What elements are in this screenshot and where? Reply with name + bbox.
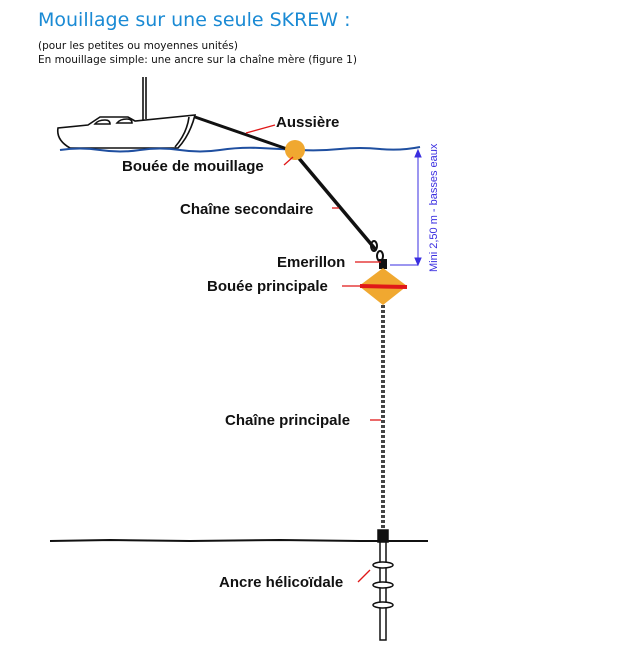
depth-label: Mini 2,50 m - basses eaux bbox=[428, 143, 440, 272]
label-aussiere: Aussière bbox=[276, 114, 339, 131]
leader-lines bbox=[245, 124, 381, 583]
aussiere-rope bbox=[194, 115, 291, 152]
helical-anchor-icon bbox=[372, 529, 394, 641]
label-chaine-secondaire: Chaîne secondaire bbox=[180, 201, 313, 218]
seabed bbox=[49, 538, 428, 543]
label-ancre: Ancre hélicoïdale bbox=[219, 574, 343, 591]
depth-indicator bbox=[390, 148, 422, 267]
subtitle-line-1: (pour les petites ou moyennes unités) bbox=[38, 40, 238, 52]
label-chaine-principale: Chaîne principale bbox=[225, 412, 350, 429]
secondary-chain bbox=[295, 154, 378, 252]
label-emerillon: Emerillon bbox=[277, 254, 345, 271]
swivel-icon bbox=[370, 240, 387, 269]
main-buoy bbox=[359, 268, 408, 305]
subtitle-line-2: En mouillage simple: une ancre sur la ch… bbox=[38, 54, 357, 66]
label-bouee-principale: Bouée principale bbox=[207, 278, 328, 295]
label-bouee-mouillage: Bouée de mouillage bbox=[122, 158, 264, 175]
water-surface bbox=[59, 146, 421, 153]
mooring-buoy bbox=[285, 140, 305, 160]
page-title: Mouillage sur une seule SKREW : bbox=[38, 9, 351, 31]
boat-icon bbox=[56, 77, 197, 149]
